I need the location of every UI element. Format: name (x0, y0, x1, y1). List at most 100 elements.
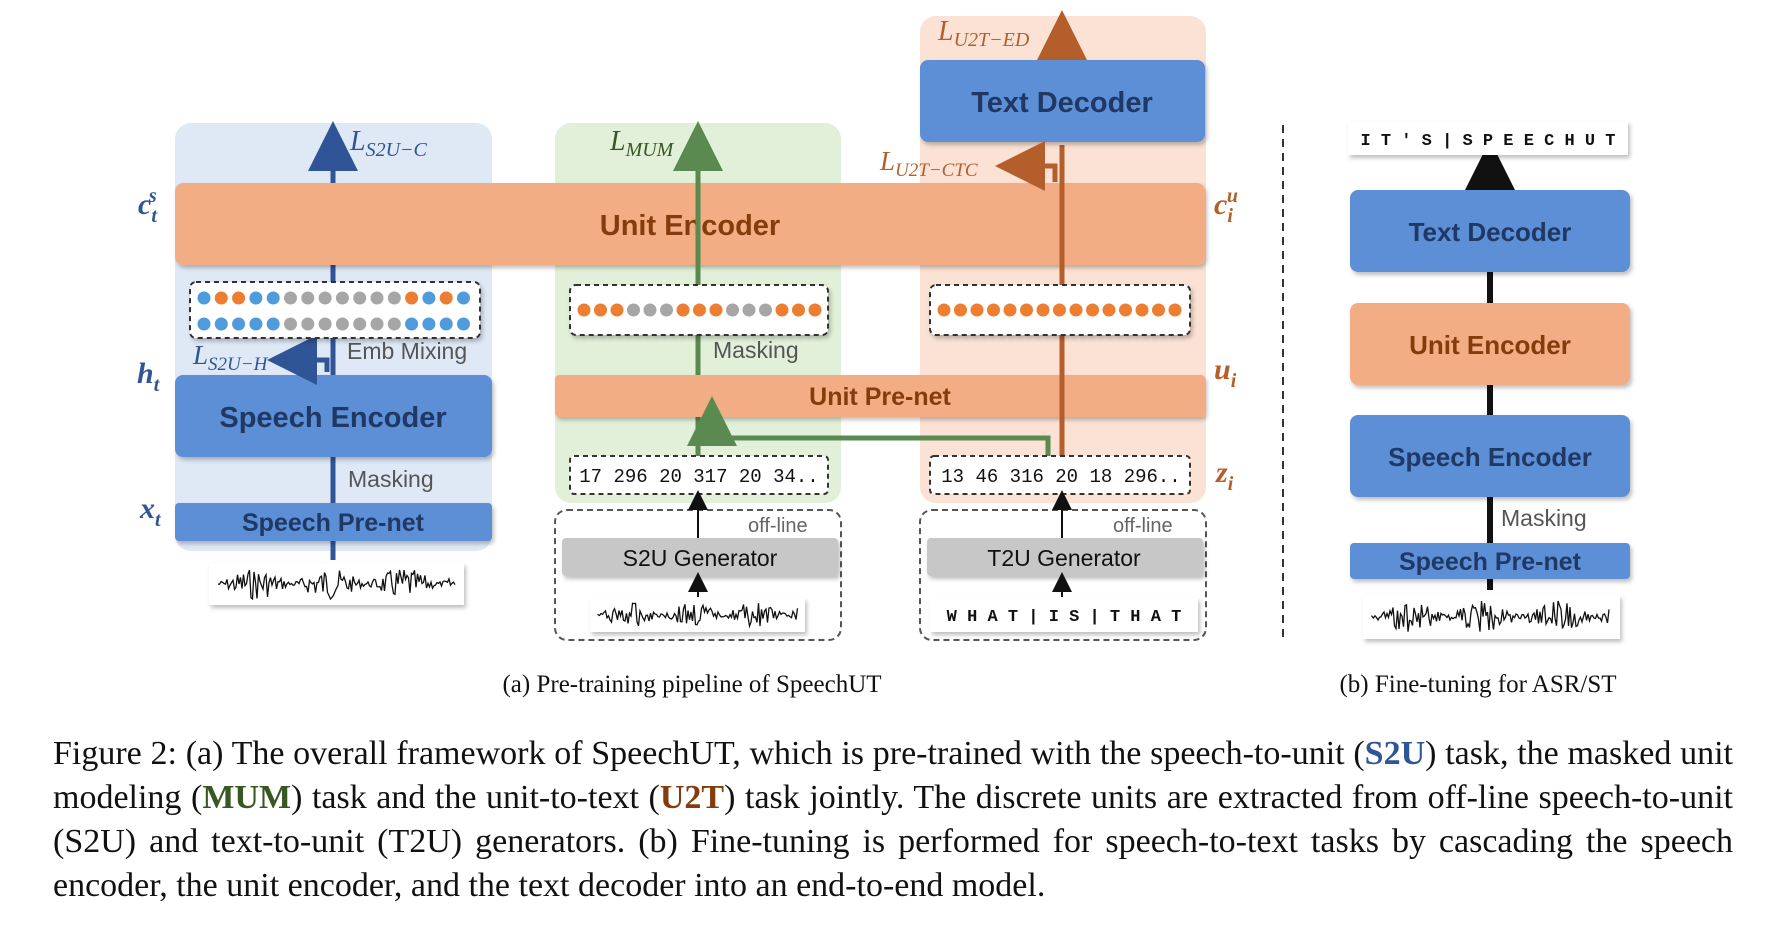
unit-dot (693, 303, 706, 317)
caption-part-2: ) task, the masked unit modeling ( (53, 735, 1733, 816)
label-u-i: ui (1214, 353, 1237, 392)
speech-prenet-box (175, 503, 492, 541)
text-input-box (930, 598, 1198, 632)
ft-unit-encoder-label: Unit Encoder (1409, 330, 1571, 360)
unit-dot (457, 291, 470, 305)
unit-dot (335, 291, 349, 305)
unit-dot (1020, 303, 1033, 317)
t2u-generator-box (927, 538, 1203, 576)
unit-dot (249, 317, 263, 331)
unit-dot (266, 291, 280, 305)
s2u-h-arrow (267, 335, 330, 385)
unit-dot (232, 291, 246, 305)
unit-dot (1168, 303, 1182, 317)
unit-dot (232, 317, 246, 331)
unit-dot (439, 291, 453, 305)
unit-dot (353, 317, 367, 331)
unit-dot (284, 291, 297, 305)
unit-dot (775, 303, 789, 317)
unit-dot (301, 317, 315, 331)
unit-dot (370, 317, 384, 331)
unit-dot (387, 291, 401, 305)
unit-dot (318, 291, 332, 305)
offline-label-mid: off-line (748, 515, 808, 537)
label-h-t: ht (137, 357, 161, 396)
label-c-t-s: cts (138, 185, 158, 227)
unit-dot (387, 317, 401, 331)
unit-dot (954, 303, 967, 317)
unit-dot (660, 303, 673, 317)
speech-waveform-left (217, 569, 456, 601)
waveform-trace (597, 602, 799, 629)
emb-mixing-box (189, 281, 481, 339)
unit-dot (726, 303, 739, 317)
unit-dot (970, 303, 984, 317)
finetune-output-box (1348, 121, 1628, 155)
ft-text-decoder-label: Text Decoder (1409, 217, 1572, 247)
unit-dot (197, 317, 211, 331)
t2u-generator-label: T2U Generator (987, 545, 1141, 571)
unit-dot (422, 291, 436, 305)
unit-dot (987, 303, 1000, 317)
unit-dot (249, 291, 263, 305)
caption-keyword-u2t: U2T (659, 779, 725, 816)
ft-speech-encoder-box (1350, 415, 1630, 497)
subcaption-a: (a) Pre-training pipeline of SpeechUT (502, 671, 881, 698)
unit-dot (284, 317, 297, 331)
unit-dot (214, 317, 228, 331)
unit-dot (792, 303, 805, 317)
unit-dot (610, 303, 624, 317)
unit-dot (676, 303, 690, 317)
unit-dot (1036, 303, 1050, 317)
unit-dot (1152, 303, 1165, 317)
unit-dot (742, 303, 756, 317)
unit-dot (1053, 303, 1066, 317)
unit-dot (808, 303, 822, 317)
caption-part-3: ) task and the unit-to-text ( (291, 779, 660, 816)
masking-label-mid: Masking (713, 337, 799, 363)
unit-dot (370, 291, 384, 305)
finetune-output-label: I T ' S | S P E E C H U T (1360, 132, 1615, 151)
caption-part-4: ) task jointly. The discrete units are e… (53, 779, 1733, 904)
label-c-i-u: ciu (1214, 185, 1238, 227)
unit-dot (759, 303, 772, 317)
ft-speech-prenet-label: Speech Pre-net (1399, 548, 1582, 576)
text-decoder-label: Text Decoder (971, 87, 1153, 119)
subcaption-b: (b) Fine-tuning for ASR/ST (1339, 671, 1616, 698)
ft-speech-encoder-label: Speech Encoder (1388, 442, 1592, 472)
masking-label-left: Masking (348, 466, 434, 492)
unit-dot (353, 291, 367, 305)
unit-dot (1119, 303, 1132, 317)
offline-label-right: off-line (1113, 515, 1173, 537)
unit-dot (1135, 303, 1149, 317)
masked-units-dots-right (937, 303, 1182, 317)
unit-dot (1102, 303, 1116, 317)
unit-dot (627, 303, 640, 317)
ft-masking-label: Masking (1501, 505, 1587, 531)
waveform-trace (217, 569, 456, 601)
unit-prenet-label: Unit Pre-net (809, 383, 951, 411)
unit-dot (335, 317, 349, 331)
text-decoder-box (920, 60, 1205, 142)
t2u-to-mum-arrow (687, 396, 1051, 458)
unit-dot (197, 291, 211, 305)
s2u-generator-box (562, 538, 838, 576)
unit-dot (1069, 303, 1083, 317)
label-z-i: zi (1215, 456, 1234, 495)
unit-sequence-box-right (929, 455, 1191, 495)
unit-dot (594, 303, 607, 317)
ft-speech-prenet-box (1350, 543, 1630, 579)
emb-mixing-label: Emb Mixing (347, 338, 467, 364)
speech-encoder-label: Speech Encoder (219, 402, 446, 434)
unit-encoder-box (175, 183, 1205, 265)
emb-mixing-dots (197, 291, 470, 331)
masked-units-dots-mid (577, 303, 822, 317)
u2t-ctc-arrow (995, 141, 1058, 191)
unit-sequence-mid: 17 296 20 317 20 34.. (579, 466, 818, 488)
ft-unit-encoder-box (1350, 303, 1630, 385)
unit-dot (457, 317, 470, 331)
unit-dot (266, 317, 280, 331)
unit-dot (405, 317, 419, 331)
caption-part-1: Figure 2: (a) The overall framework of S… (53, 735, 1365, 772)
unit-dot (643, 303, 657, 317)
